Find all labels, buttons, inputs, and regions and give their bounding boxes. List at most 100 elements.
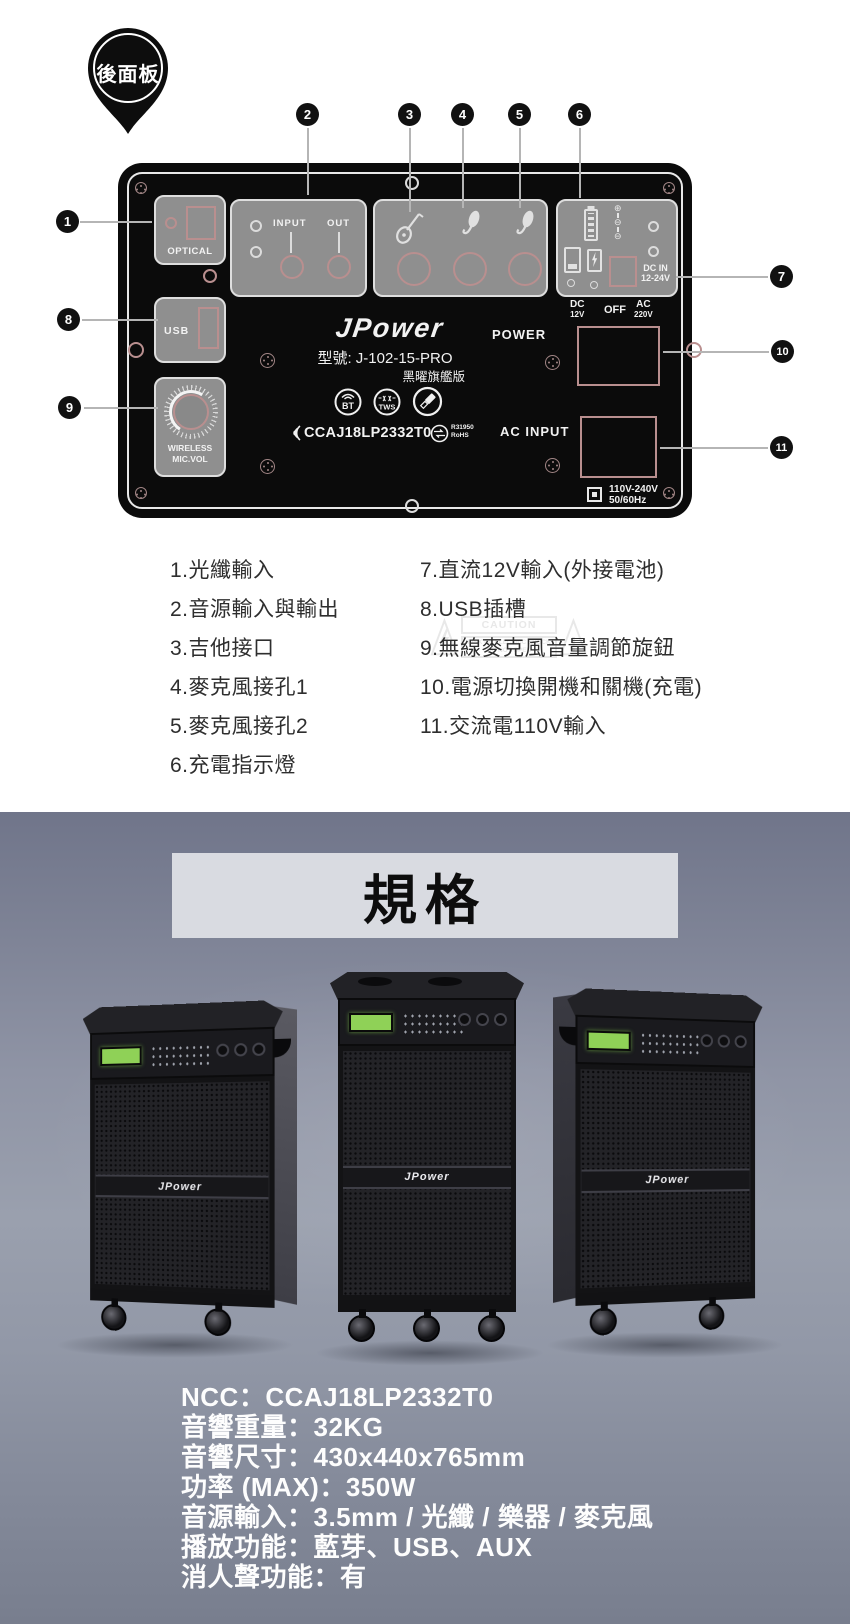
legend-item: 5.麥克風接孔2 [170, 715, 309, 738]
callout-5: 5 [508, 103, 531, 126]
mic-1-jack [453, 252, 487, 286]
speaker-image-right: JPower [552, 988, 755, 1336]
callout-6: 6 [568, 103, 591, 126]
caster-wheel [204, 1308, 232, 1337]
battery-charging-icon [587, 249, 602, 272]
legend-item: 10.電源切換開機和關機(充電) [420, 676, 703, 699]
speaker-buttons [402, 1012, 464, 1034]
speaker-control-panel [90, 1026, 275, 1080]
callout-9: 9 [58, 396, 81, 419]
callout-10: 10 [771, 340, 794, 363]
speaker-lcd [100, 1046, 142, 1066]
tws-icon: TWS [373, 388, 401, 416]
speaker-knobs [700, 1034, 747, 1049]
speaker-shadow [545, 1332, 785, 1358]
mount-hole [405, 499, 419, 513]
speaker-lcd [349, 1013, 393, 1032]
spec-line: 功率 (MAX)：350W [181, 1472, 416, 1502]
legend-item: 7.直流12V輸入(外接電池) [420, 559, 665, 582]
speaker-logo-band: JPower [343, 1165, 511, 1189]
caster-wheel [101, 1303, 127, 1332]
legend-item: 11.交流電110V輸入 [420, 715, 607, 738]
out-pointer-line [338, 232, 340, 253]
battery-level-icon [584, 209, 598, 241]
caster-wheel [348, 1309, 375, 1342]
battery-empty-icon [564, 247, 581, 273]
legend-right-column: 7.直流12V輸入(外接電池) 8.USB插槽 9.無線麥克風音量調節旋鈕 10… [420, 558, 702, 740]
rear-panel-badge: 後面板 [78, 18, 178, 138]
usb-drive-icon [412, 386, 443, 417]
optical-section: OPTICAL [154, 195, 226, 265]
side-hole-right [686, 342, 702, 358]
callout-line-10 [663, 351, 769, 353]
callout-line-4 [462, 128, 464, 208]
speaker-image-left: JPower [90, 1000, 298, 1337]
input-out-section: INPUT OUT [230, 199, 367, 297]
double-insulation-icon [587, 487, 602, 502]
caster-wheel [589, 1307, 617, 1336]
legend-item: 2.音源輸入與輸出 [170, 598, 340, 621]
spec-line: 播放功能：藍芽、USB、AUX [181, 1532, 533, 1562]
usb-port [198, 307, 219, 349]
spec-text-block: NCC：CCAJ18LP2332T0 音響重量：32KG 音響尺寸：430x44… [181, 1382, 653, 1592]
legend-item: 6.充電指示燈 [170, 754, 297, 777]
callout-8: 8 [57, 308, 80, 331]
callout-1: 1 [56, 210, 79, 233]
callout-line-8 [82, 319, 158, 321]
spec-line: NCC：CCAJ18LP2332T0 [181, 1382, 494, 1412]
panel-screw [545, 355, 560, 370]
exclamation-warning-icon: ! [559, 617, 588, 655]
usb-section: USB [154, 297, 226, 363]
speaker-knobs [458, 1013, 507, 1026]
edition-label: 黑曜旗艦版 [402, 370, 465, 384]
callout-line-11 [660, 447, 768, 449]
speaker-logo-band: JPower [581, 1168, 750, 1193]
ncc-wave-icon [293, 425, 301, 441]
badge-label: 後面板 [96, 64, 160, 86]
caution-title: CAUTION [460, 615, 558, 634]
power-label: POWER [492, 327, 547, 342]
input-pointer-line [290, 232, 292, 253]
mount-hole [203, 269, 217, 283]
callout-line-5 [519, 128, 521, 208]
speaker-top-cap [330, 972, 524, 1000]
speaker-base [338, 1300, 516, 1312]
power-switch [577, 326, 660, 386]
callout-3: 3 [398, 103, 421, 126]
wireless-volume-knob [164, 385, 218, 439]
callout-7: 7 [770, 265, 793, 288]
svg-text:TWS: TWS [379, 403, 396, 412]
instrument-section [373, 199, 548, 297]
ac-input-socket [580, 416, 657, 478]
speaker-shadow [315, 1340, 545, 1366]
caster-wheel [413, 1309, 440, 1342]
panel-screw [260, 459, 275, 474]
legend-item: 1.光纖輸入 [170, 559, 275, 582]
spec-line: 音源輸入：3.5mm / 光纖 / 樂器 / 麥克風 [181, 1502, 654, 1532]
input-jack [280, 255, 304, 279]
rear-panel: OPTICAL INPUT OUT [118, 163, 702, 658]
panel-screw [545, 458, 560, 473]
panel-screw [260, 353, 275, 368]
speaker-control-panel [338, 998, 516, 1046]
spec-section: 規格 JPower [0, 812, 850, 1624]
speaker-image-center: JPower [330, 972, 524, 1342]
callout-line-9 [84, 407, 158, 409]
electric-warning-icon [430, 617, 459, 655]
io-led-2 [250, 246, 262, 258]
input-label: INPUT [273, 218, 307, 229]
mount-hole [405, 176, 419, 190]
mic-2-jack [508, 252, 542, 286]
callout-line-6 [579, 128, 581, 198]
guitar-icon [396, 213, 424, 244]
spec-header-title: 規格 [363, 871, 487, 931]
speaker-knobs [216, 1042, 266, 1058]
